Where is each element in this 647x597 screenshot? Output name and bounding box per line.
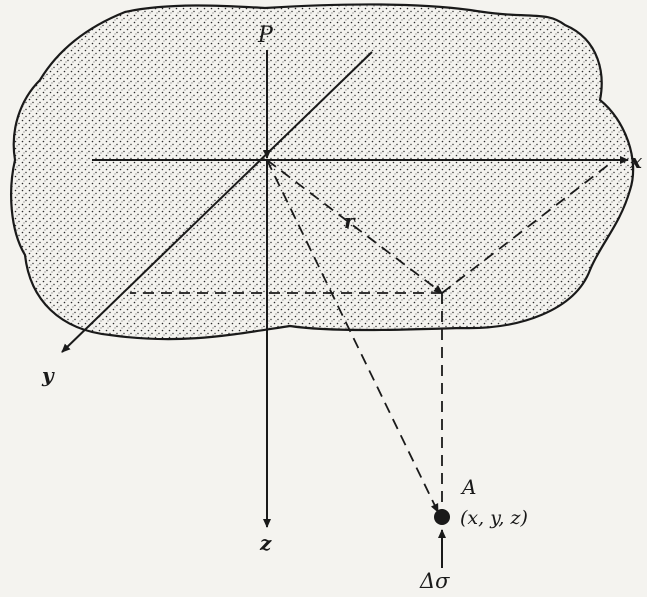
y-axis-line — [61, 51, 373, 353]
z-axis-label: z — [259, 531, 272, 555]
radius-label: r — [344, 209, 356, 233]
point-a-label: A — [460, 475, 476, 499]
point-a-marker — [434, 509, 450, 525]
soil-region — [10, 3, 635, 341]
radius-line — [266, 159, 443, 294]
load-label: P — [257, 23, 274, 48]
dashed-to-point — [266, 159, 439, 513]
stress-label: Δσ — [419, 569, 450, 593]
point-coords-label: (x, y, z) — [460, 507, 528, 529]
y-axis-label: y — [41, 363, 55, 387]
x-axis-label: x — [629, 149, 643, 173]
stippled-region — [10, 3, 635, 341]
axes — [61, 50, 629, 528]
construction-lines — [130, 159, 613, 513]
